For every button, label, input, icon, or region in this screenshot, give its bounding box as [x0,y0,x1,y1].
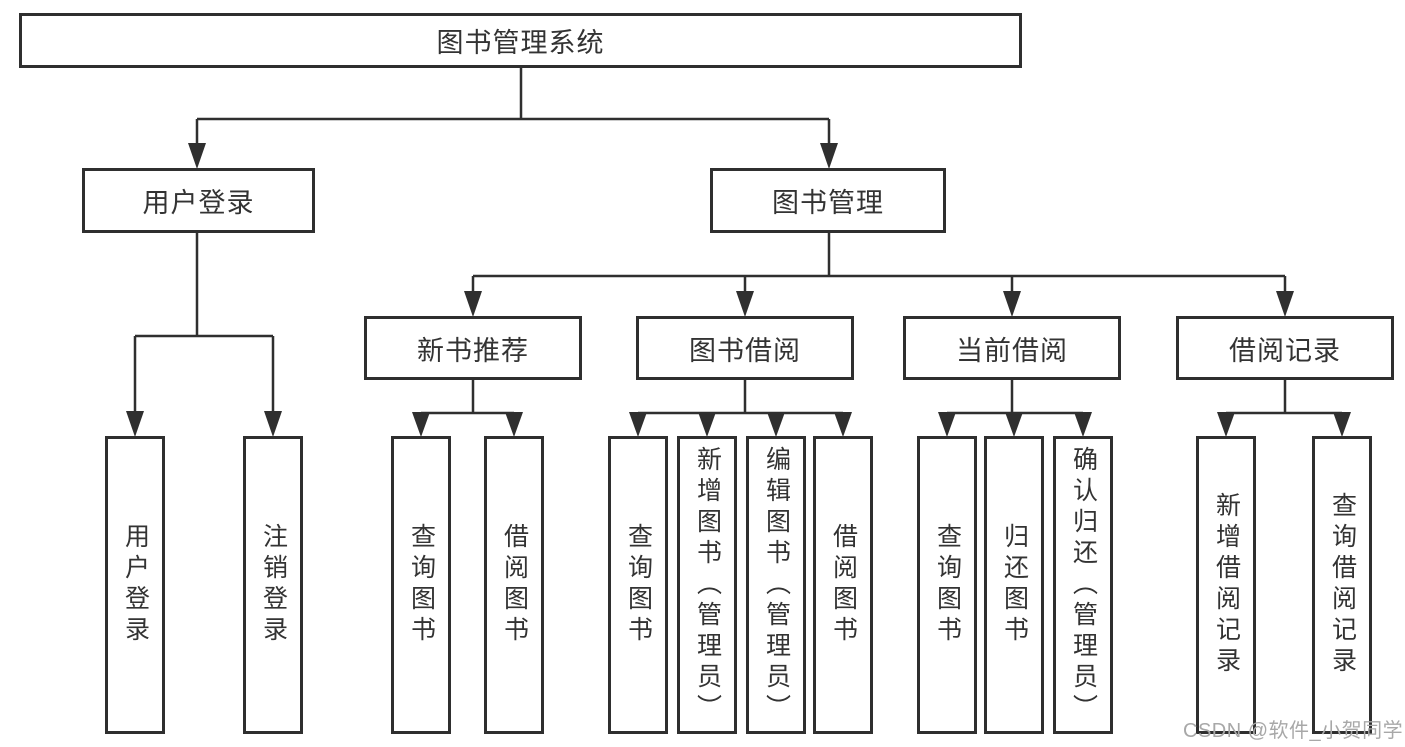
arrow-down-icon [1217,412,1235,437]
leaf-logout: 注销登录 [243,436,303,734]
arrow-down-icon [1005,412,1023,437]
leaf-query-books-recommend: 查询图书 [391,436,451,734]
leaf-borrow-books: 借阅图书 [813,436,873,734]
arrow-down-icon [126,411,144,437]
node-book-management: 图书管理 [710,168,946,233]
arrow-down-icon [1333,412,1351,437]
arrow-down-icon [1276,291,1294,317]
arrow-down-icon [629,412,647,437]
arrow-down-icon [412,412,430,437]
arrow-down-icon [698,412,716,437]
arrow-down-icon [464,291,482,317]
arrow-down-icon [1003,291,1021,317]
arrow-down-icon [834,412,852,437]
arrow-down-icon [736,291,754,317]
node-book-borrow: 图书借阅 [636,316,854,380]
arrow-down-icon [1074,412,1092,437]
node-borrow-records: 借阅记录 [1176,316,1394,380]
arrow-down-icon [767,412,785,437]
leaf-add-borrow-record: 新增借阅记录 [1196,436,1256,734]
arrow-down-icon [820,143,838,169]
leaf-edit-books-admin: 编辑图书（管理员） [746,436,806,734]
leaf-query-books: 查询图书 [608,436,668,734]
leaf-confirm-return-admin: 确认归还（管理员） [1053,436,1113,734]
node-system-root: 图书管理系统 [19,13,1022,68]
leaf-borrow-books-recommend: 借阅图书 [484,436,544,734]
node-user-login: 用户登录 [82,168,315,233]
leaf-user-login: 用户登录 [105,436,165,734]
arrow-down-icon [188,143,206,169]
csdn-watermark: CSDN @软件_小贺同学 [1183,720,1404,742]
leaf-return-books: 归还图书 [984,436,1044,734]
arrow-down-icon [264,411,282,437]
leaf-add-books-admin: 新增图书（管理员） [677,436,737,734]
leaf-query-current: 查询图书 [917,436,977,734]
node-new-book-recommend: 新书推荐 [364,316,582,380]
arrow-down-icon [938,412,956,437]
node-current-borrow: 当前借阅 [903,316,1121,380]
leaf-query-borrow-record: 查询借阅记录 [1312,436,1372,734]
arrow-down-icon [505,412,523,437]
